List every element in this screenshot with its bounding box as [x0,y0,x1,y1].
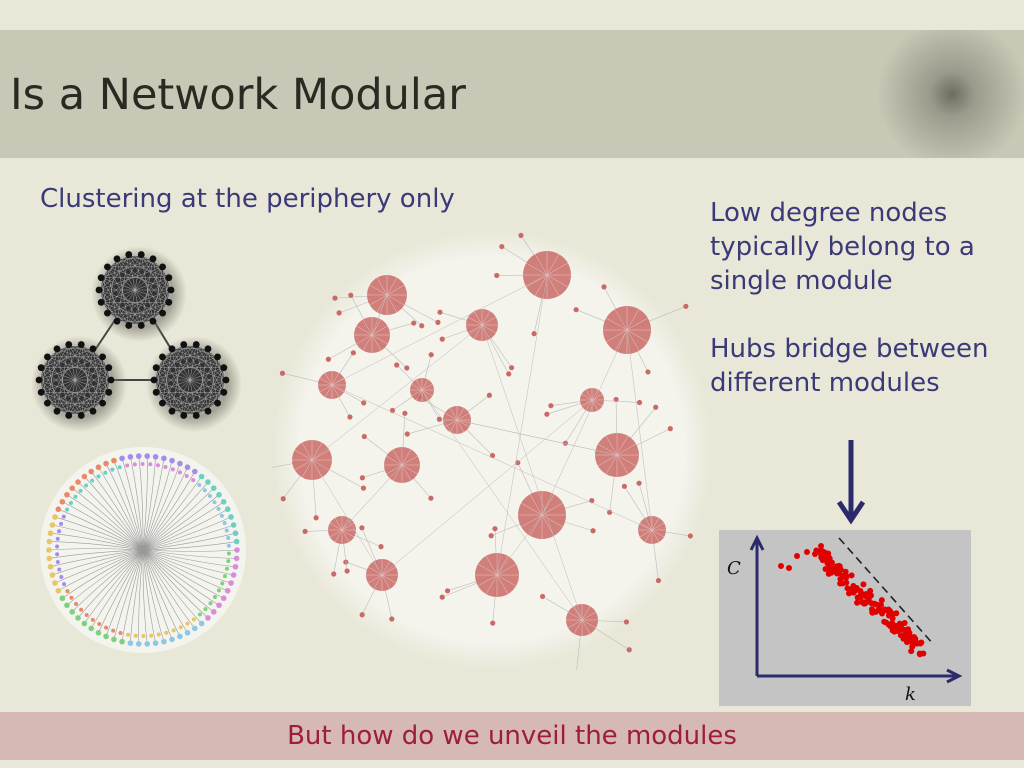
ck-plot-svg [749,534,963,684]
x-axis-label: k [905,684,916,705]
x-axis-arrowhead [946,668,963,684]
y-axis-arrowhead [749,534,765,551]
footer-bar: But how do we unveil the modules [0,712,1024,760]
footer-question: But how do we unveil the modules [287,721,737,751]
large-modular-network-image [272,231,711,670]
three-module-network-image [31,246,242,432]
hierarchical-tree-image [40,447,246,653]
power-law-guide-line [838,537,935,646]
title-bar-corner-decoration [844,30,1024,158]
down-arrow-icon [836,440,866,525]
y-axis-label: C [727,558,741,579]
slide-title: Is a Network Modular [10,70,466,120]
clustering-degree-plot: C k [719,530,971,706]
title-bar: Is a Network Modular [0,30,1024,158]
note-hubs-bridge: Hubs bridge between different modules [710,334,989,398]
slide-subtitle: Clustering at the periphery only [40,184,455,214]
note-low-degree-nodes: Low degree nodes typically belong to a s… [710,198,975,296]
